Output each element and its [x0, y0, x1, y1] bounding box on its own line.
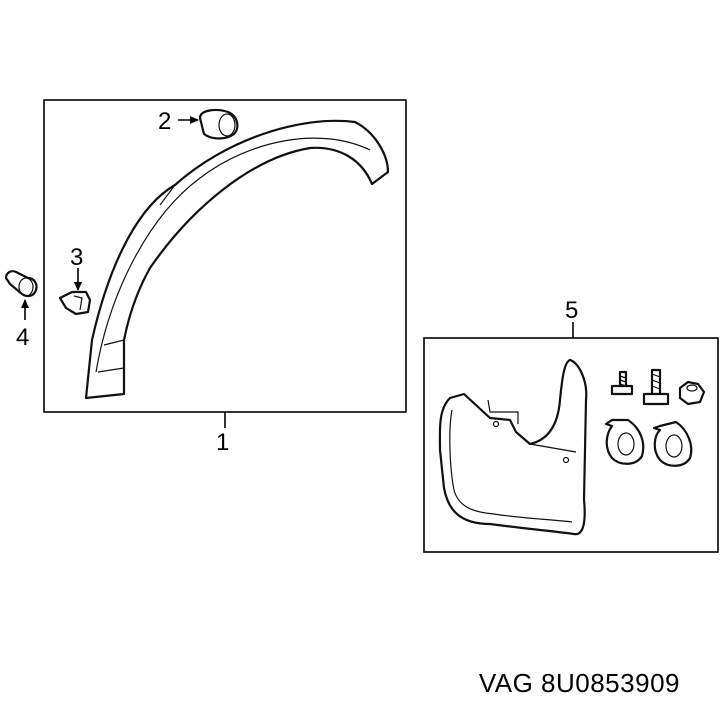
clip-part-2	[198, 108, 239, 140]
callout-1: 1	[216, 429, 229, 456]
clamp-left	[604, 418, 645, 465]
callout-2: 2	[158, 108, 171, 135]
callout-3: 3	[70, 244, 83, 271]
part-number-label: VAG 8U0853909	[478, 668, 680, 698]
bolt-small	[610, 370, 634, 396]
clamp-right	[652, 420, 693, 467]
mud-flap	[438, 358, 588, 536]
callout-5: 5	[565, 297, 578, 324]
fender-flare	[84, 119, 390, 400]
bolt-large	[642, 368, 670, 406]
group-box-5	[423, 337, 719, 553]
clip-part-3	[58, 290, 92, 316]
rivet-part-4	[4, 270, 38, 298]
nut	[678, 380, 706, 406]
callout-4: 4	[16, 324, 29, 351]
